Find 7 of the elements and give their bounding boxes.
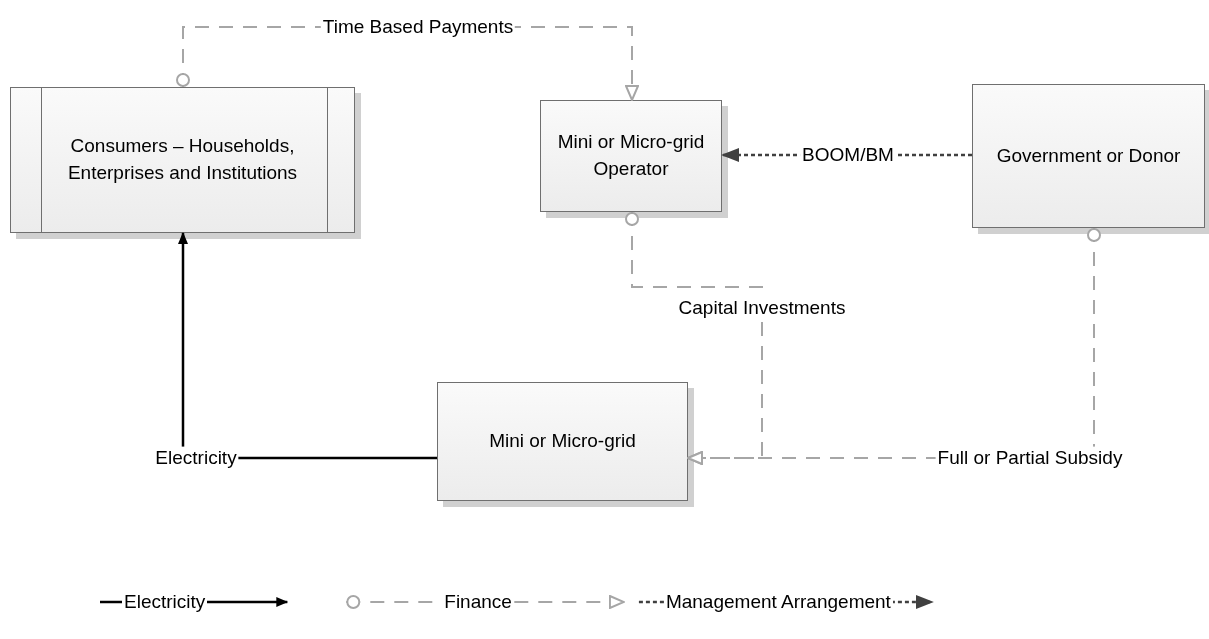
node-label: Mini or Micro-grid Operator (556, 130, 706, 181)
edge-label: Capital Investments (676, 296, 848, 320)
edge-label: Full or Partial Subsidy (935, 446, 1125, 470)
node-label: Government or Donor (995, 143, 1182, 168)
node-label: Mini or Micro-grid (488, 429, 637, 454)
node-label: Consumers – Households, Enterprises and Institutions (66, 134, 299, 185)
edge-label: Electricity (153, 446, 239, 470)
